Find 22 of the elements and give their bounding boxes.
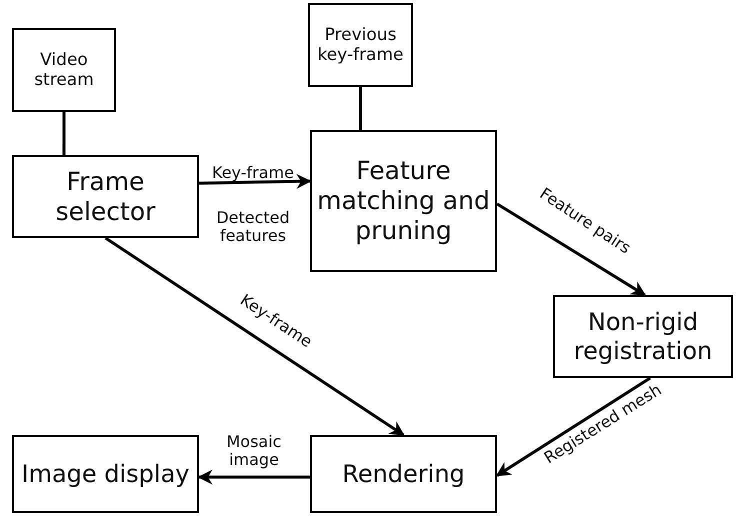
box-label: Image display: [21, 460, 190, 488]
box-label: Non-rigid registration: [572, 308, 714, 366]
process-box: [12, 155, 199, 238]
process-box: [12, 435, 199, 513]
process-box: [308, 3, 413, 87]
box-label: Frame selector: [54, 166, 156, 226]
note-label: Detected features: [215, 209, 291, 246]
edge-label: Mosaic image: [226, 433, 282, 470]
arrow: [104, 236, 405, 436]
process-box: [12, 28, 116, 112]
box-label: Video stream: [33, 50, 95, 90]
arrow: [198, 174, 312, 189]
box-label: Feature matching and pruning: [316, 156, 491, 246]
process-box: [310, 435, 497, 513]
arrow: [198, 470, 310, 485]
arrow: [496, 376, 651, 477]
box-label: Rendering: [342, 460, 465, 488]
process-box: [310, 130, 497, 272]
process-box: [553, 295, 733, 378]
arrow: [496, 202, 646, 296]
box-label: Previous key-frame: [316, 24, 404, 66]
edge-label: Key-frame: [211, 164, 295, 182]
